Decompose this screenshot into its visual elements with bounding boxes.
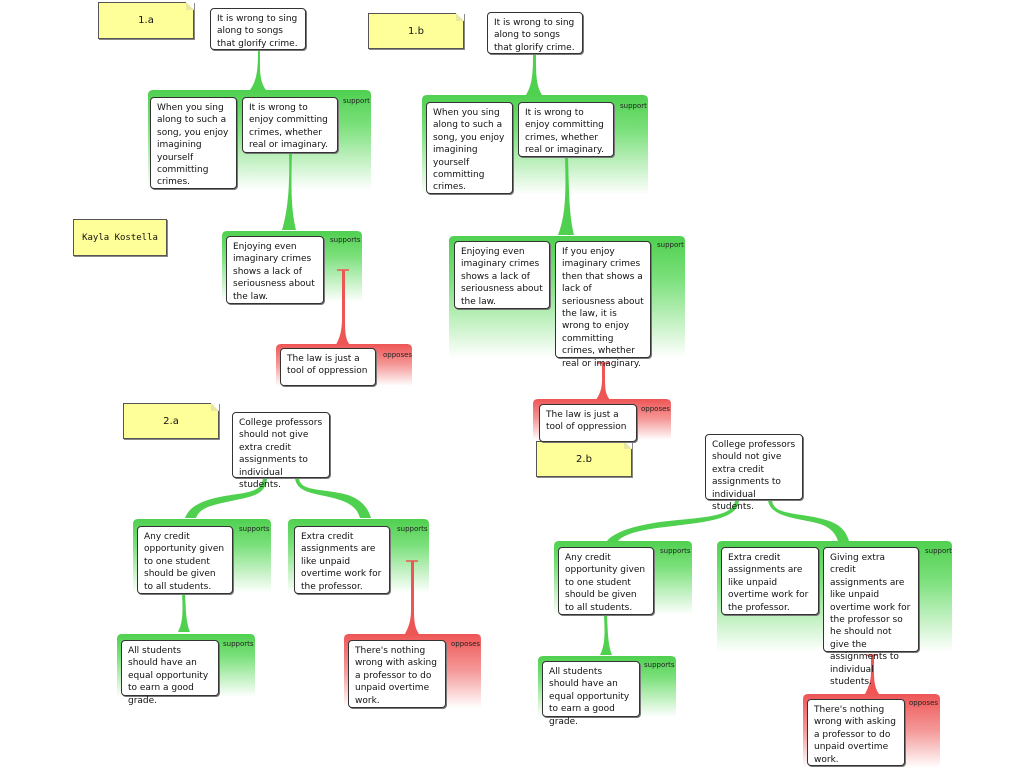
premise-1b-2b[interactable]: If you enjoy imaginary crimes then that … <box>555 241 651 369</box>
support-label-1b-1: support <box>620 102 647 110</box>
premise-1b-2a[interactable]: Enjoying even imaginary crimes shows a l… <box>454 241 550 309</box>
note-2a-label: 2.a <box>163 416 179 427</box>
opposes-label-2a: opposes <box>451 640 481 648</box>
objection-1a[interactable]: The law is just a tool of oppression <box>280 348 376 386</box>
premise-2a-sub[interactable]: All students should have an equal opport… <box>121 640 219 706</box>
supports-label-2b-sub: supports <box>644 661 675 669</box>
objection-1b[interactable]: The law is just a tool of oppression <box>539 404 637 442</box>
premise-1b-1b[interactable]: It is wrong to enjoy committing crimes, … <box>518 102 614 157</box>
premise-2b-right-b[interactable]: Giving extra credit assignments are like… <box>823 547 919 687</box>
note-2b[interactable]: 2.b <box>536 441 632 477</box>
supports-label-2a-right: supports <box>397 525 428 533</box>
premise-2a-right[interactable]: Extra credit assignments are like unpaid… <box>294 526 390 594</box>
premise-1a-1a[interactable]: When you sing along to such a song, you … <box>150 97 237 189</box>
author-note[interactable]: Kayla Kostella <box>73 219 167 256</box>
premise-2b-sub[interactable]: All students should have an equal opport… <box>542 661 640 727</box>
premise-1b-1a[interactable]: When you sing along to such a song, you … <box>426 102 513 194</box>
note-2a[interactable]: 2.a <box>123 403 219 439</box>
premise-2b-left[interactable]: Any credit opportunity given to one stud… <box>558 547 654 615</box>
contention-1a[interactable]: It is wrong to sing along to songs that … <box>210 8 306 50</box>
note-1a-label: 1.a <box>138 15 154 26</box>
premise-1a-1b[interactable]: It is wrong to enjoy committing crimes, … <box>242 97 338 153</box>
note-2b-label: 2.b <box>576 454 592 465</box>
opposes-label-2b: opposes <box>909 699 939 707</box>
contention-2a[interactable]: College professors should not give extra… <box>232 412 330 490</box>
support-label-1a-1: support <box>343 97 370 105</box>
opposes-label-1a: opposes <box>383 351 413 359</box>
objection-2b[interactable]: There's nothing wrong with asking a prof… <box>807 699 905 766</box>
supports-label-1a-2: supports <box>330 236 361 244</box>
opposes-label-1b: opposes <box>641 405 671 413</box>
author-name: Kayla Kostella <box>82 233 158 243</box>
support-label-2b-right: support <box>925 547 952 555</box>
note-1b-label: 1.b <box>408 26 424 37</box>
supports-label-2a-sub: supports <box>223 640 254 648</box>
supports-label-2b-left: supports <box>660 547 691 555</box>
objection-2a[interactable]: There's nothing wrong with asking a prof… <box>348 640 446 708</box>
premise-2a-left[interactable]: Any credit opportunity given to one stud… <box>137 526 233 594</box>
support-label-1b-2: support <box>657 241 684 249</box>
contention-2b[interactable]: College professors should not give extra… <box>705 434 803 512</box>
premise-2b-right-a[interactable]: Extra credit assignments are like unpaid… <box>721 547 819 615</box>
premise-1a-2[interactable]: Enjoying even imaginary crimes shows a l… <box>226 236 324 304</box>
contention-1b[interactable]: It is wrong to sing along to songs that … <box>487 12 583 54</box>
supports-label-2a-left: supports <box>239 525 270 533</box>
note-1b[interactable]: 1.b <box>368 13 464 49</box>
note-1a[interactable]: 1.a <box>98 2 194 39</box>
